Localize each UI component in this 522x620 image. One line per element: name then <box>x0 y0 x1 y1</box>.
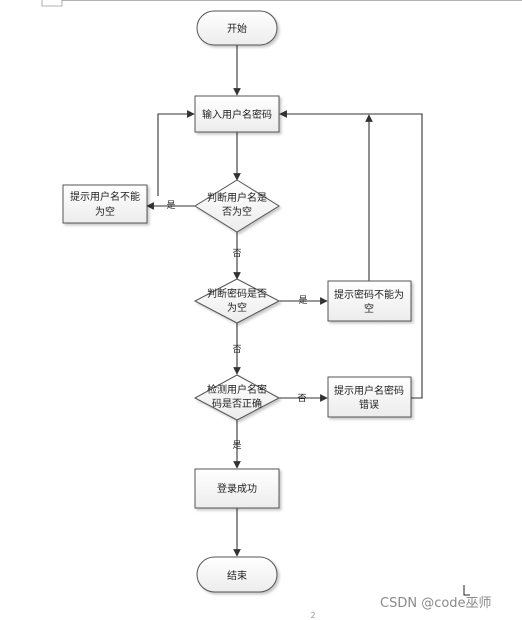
check-pwd-label-line-1: 判断密码是否 <box>207 287 267 300</box>
msg-user-empty-box <box>62 184 148 224</box>
msg-wrong-label-line-1: 提示用户名密码 <box>334 384 404 397</box>
start-label: 开始 <box>227 22 247 35</box>
msg-user-empty-label-line-1: 提示用户名不能 <box>70 190 140 203</box>
start-terminator <box>196 10 278 46</box>
edge-label-user-empty-yes: 是 <box>166 200 175 211</box>
msg-pwd-empty-label-line-1: 提示密码不能为 <box>334 288 404 301</box>
check-pwd-label-line-2: 为空 <box>227 301 247 314</box>
edge-msg-wrong-back <box>279 110 423 399</box>
edge-label-pwd-empty-yes: 是 <box>298 295 307 306</box>
verify-label-line-2: 码是否正确 <box>212 397 262 410</box>
edge-label-verify-no: 否 <box>297 393 306 404</box>
edge-label-verify-yes: 是 <box>232 440 241 451</box>
csdn-watermark: CSDN @code巫师 <box>380 596 492 611</box>
text-cursor-mark <box>463 585 470 596</box>
msg-user-empty-label-line-2: 为空 <box>95 205 115 218</box>
msg-pwd-empty-box <box>327 280 412 322</box>
end-terminator <box>196 556 278 593</box>
login-success-label: 登录成功 <box>217 482 257 495</box>
verify-label-line-1: 检测用户名密 <box>207 383 267 396</box>
msg-wrong-box <box>327 376 412 418</box>
edge-label-pwd-empty-no: 否 <box>232 344 241 355</box>
end-label: 结束 <box>227 569 247 582</box>
edge-label-user-empty-no: 否 <box>232 248 241 259</box>
edge-msg-user-back <box>157 110 195 196</box>
input-label: 输入用户名密码 <box>202 108 272 121</box>
page-number: 2 <box>310 611 315 620</box>
check-user-label-line-2: 否为空 <box>222 205 252 218</box>
check-user-empty-decision <box>194 179 280 233</box>
login-success-box <box>194 468 280 509</box>
msg-pwd-empty-label-line-2: 空 <box>364 302 374 315</box>
check-user-label-line-1: 判断用户名是 <box>207 191 267 204</box>
msg-wrong-label-line-2: 错误 <box>359 398 379 411</box>
check-pwd-empty-decision <box>193 278 281 324</box>
verify-decision <box>193 374 281 421</box>
input-process-box <box>194 95 280 133</box>
page-corner-mark <box>41 0 522 7</box>
